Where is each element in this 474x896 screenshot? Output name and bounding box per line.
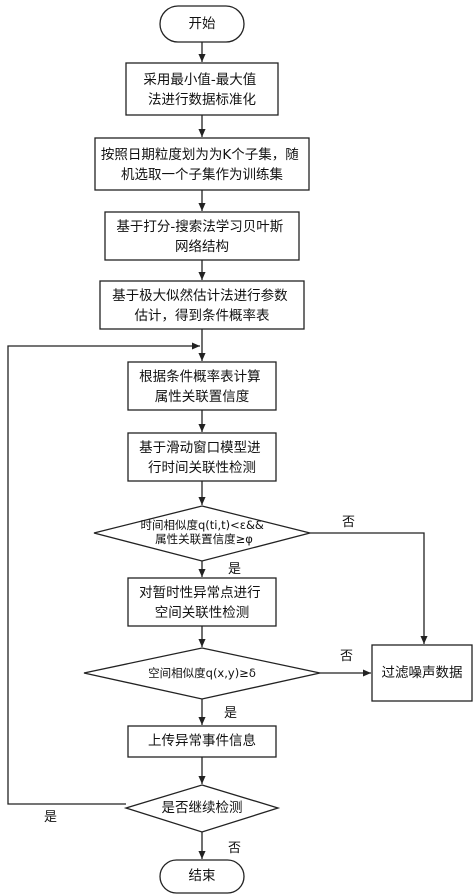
step-temporal-line1: 基于滑动窗口模型进 [139, 439, 261, 456]
svg-text:对暂时性异常点进行 空间关联性检测: 对暂时性异常点进行 空间关联性检测 [139, 585, 265, 621]
decision-temporal-line2: 属性关联置信度≥φ [155, 532, 253, 546]
label-yes-continue: 是 [44, 810, 57, 825]
decision-continue: 是否继续检测 [123, 784, 281, 833]
step-normalize-line1: 采用最小值-最大值 [143, 72, 256, 88]
connectors [7, 42, 428, 859]
start-node: 开始 [159, 5, 245, 43]
step-compute-line1: 根据条件概率表计算 [139, 368, 261, 385]
edge-decision1-no [310, 532, 428, 644]
end-node: 结束 [159, 859, 245, 894]
svg-text:根据条件概率表计算 属性关联置信度: 根据条件概率表计算 属性关联置信度 [139, 368, 265, 405]
step-upload: 上传异常事件信息 [127, 725, 277, 758]
step-structure-line1: 基于打分-搜索法学习贝叶斯 [116, 218, 283, 235]
step-normalize: 采用最小值-最大值 法进行数据标准化 [125, 62, 279, 116]
step-split: 按照日期粒度划为为K个子集，随 机选取一个子集作为训练集 [94, 137, 310, 191]
decision-spatial-label: 空间相似度q(x,y)≥δ [148, 666, 256, 680]
svg-text:基于打分-搜索法学习贝叶斯 网络结构: 基于打分-搜索法学习贝叶斯 网络结构 [116, 218, 287, 255]
decision-temporal: 时间相似度q(ti,t)<ε&& 属性关联置信度≥φ [93, 505, 311, 562]
step-split-line1: 按照日期粒度划为为K个子集，随 [101, 147, 299, 163]
step-spatial-line2: 空间关联性检测 [155, 605, 250, 621]
svg-text:时间相似度q(ti,t)<ε&& 属性关联置信度: 时间相似度q(ti,t)<ε&& 属性关联置信度≥φ [140, 518, 267, 546]
step-filter: 过滤噪声数据 [371, 644, 473, 702]
step-normalize-line2: 法进行数据标准化 [148, 92, 256, 108]
step-structure: 基于打分-搜索法学习贝叶斯 网络结构 [104, 211, 300, 261]
step-estimate-line2: 估计，得到条件概率表 [135, 307, 270, 324]
label-yes-decision2: 是 [224, 706, 237, 721]
decision-continue-label: 是否继续检测 [162, 800, 243, 816]
decision-spatial: 空间相似度q(x,y)≥δ [83, 647, 321, 700]
label-no-decision2: 否 [340, 649, 353, 664]
step-compute: 根据条件概率表计算 属性关联置信度 [127, 361, 277, 411]
label-yes-decision1: 是 [228, 562, 241, 577]
step-spatial-line1: 对暂时性异常点进行 [139, 585, 261, 601]
svg-text:基于极大似然估计法进行参数 估计，得到条件概率表: 基于极大似然估计法进行参数 估计，得到条件概率表 [112, 287, 292, 324]
step-filter-label: 过滤噪声数据 [382, 665, 463, 681]
svg-text:按照日期粒度划为为K个子集，随 机选取一个子集作: 按照日期粒度划为为K个子集，随 机选取一个子集作为训练集 [101, 147, 303, 183]
step-compute-line2: 属性关联置信度 [155, 389, 250, 405]
start-label: 开始 [189, 16, 216, 32]
end-label: 结束 [189, 868, 216, 884]
step-structure-line2: 网络结构 [175, 239, 229, 255]
step-upload-label: 上传异常事件信息 [148, 732, 256, 749]
edge-continue-yes-loop [7, 342, 200, 805]
label-no-continue: 否 [228, 841, 241, 856]
step-temporal: 基于滑动窗口模型进 行时间关联性检测 [127, 432, 277, 482]
label-no-decision1: 否 [342, 515, 355, 530]
step-estimate-line1: 基于极大似然估计法进行参数 [112, 287, 288, 304]
decision-temporal-line1: 时间相似度q(ti,t)<ε&& [140, 518, 263, 532]
step-temporal-line2: 行时间关联性检测 [148, 460, 256, 476]
svg-text:基于滑动窗口模型进 行时间关联性检测: 基于滑动窗口模型进 行时间关联性检测 [139, 439, 265, 476]
step-split-line2: 机选取一个子集作为训练集 [121, 167, 283, 183]
step-estimate: 基于极大似然估计法进行参数 估计，得到条件概率表 [99, 280, 305, 330]
step-spatial: 对暂时性异常点进行 空间关联性检测 [127, 577, 277, 627]
svg-text:采用最小值-最大值 法进行数据标准化: 采用最小值-最大值 法进行数据标准化 [143, 72, 260, 108]
